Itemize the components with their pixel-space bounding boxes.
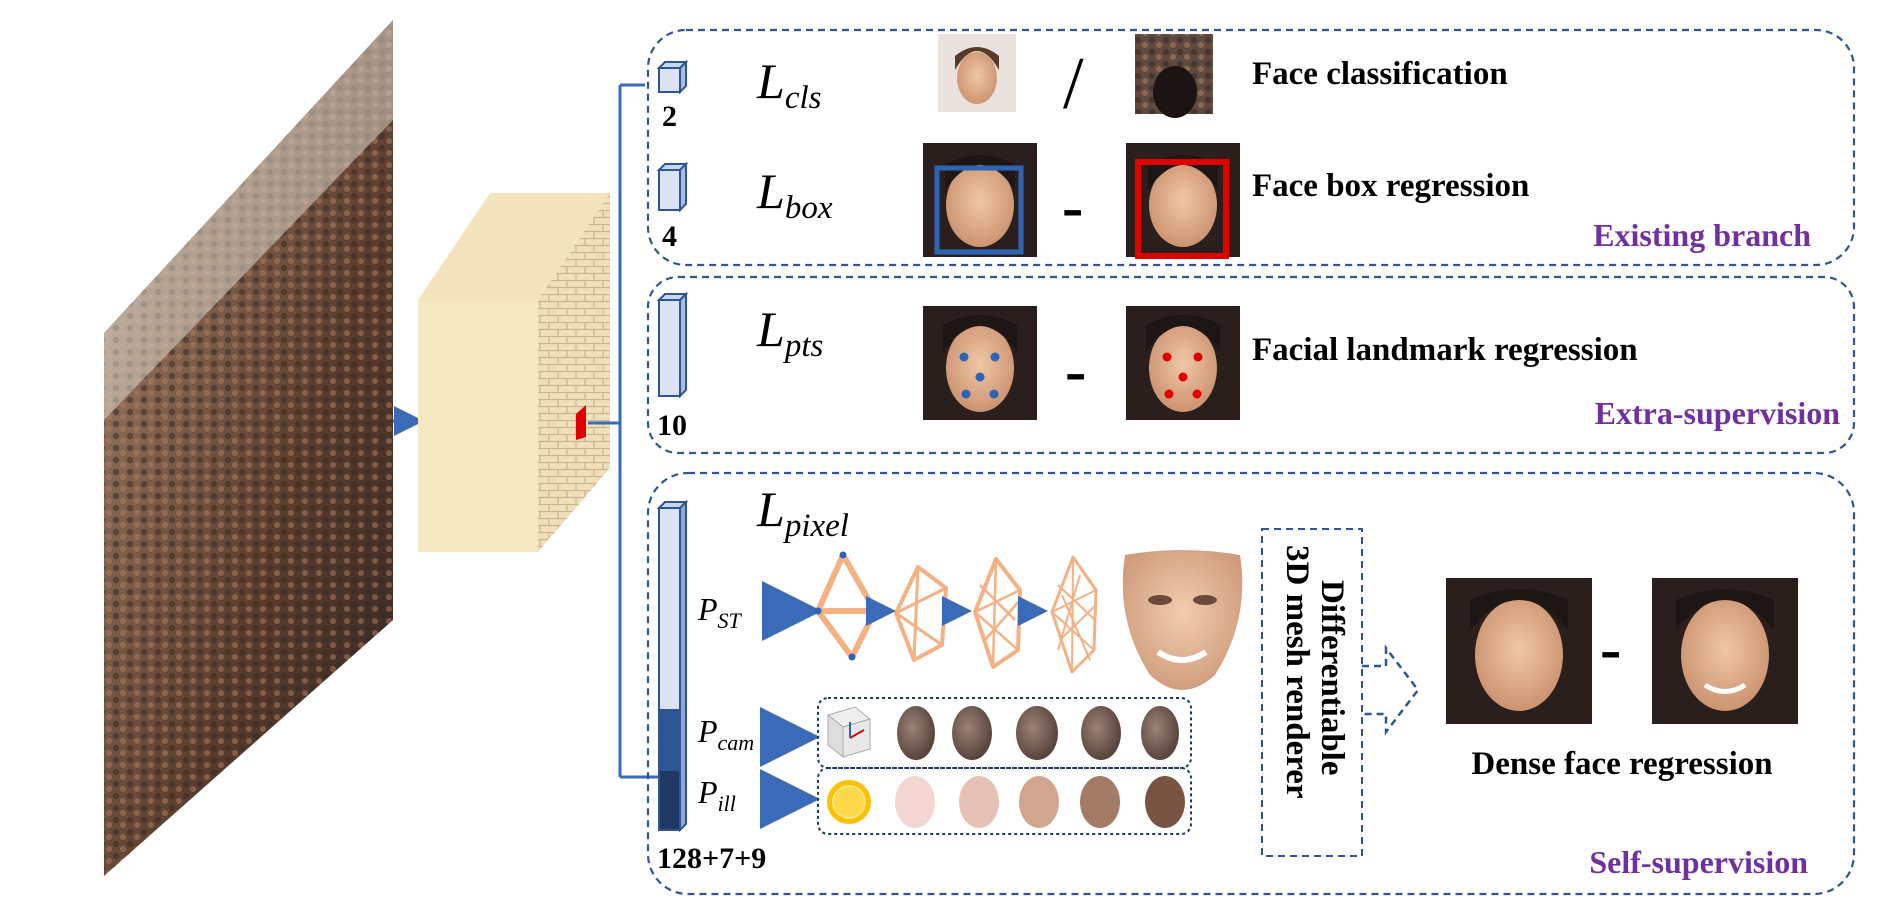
cls-dim: 2 — [662, 100, 677, 133]
existing-branch-box — [646, 28, 1856, 267]
pts-dim: 10 — [657, 409, 687, 442]
renderer-label-line2: 3D mesh renderer — [1279, 545, 1315, 799]
rendered-face-texture — [1122, 550, 1243, 690]
pixel-vector — [656, 499, 689, 833]
param-st: PST — [697, 591, 743, 633]
cls-vector — [656, 59, 689, 95]
extra-supervision-label: Extra-supervision — [1595, 395, 1841, 431]
face-gt-box-thumb — [1126, 143, 1240, 259]
sun-icon — [827, 780, 871, 824]
crowd-photo — [104, 20, 393, 876]
renderer-arrow — [1362, 644, 1420, 736]
dense-description: Dense face regression — [1471, 746, 1772, 782]
box-dim: 4 — [662, 220, 677, 253]
pts-vector — [656, 291, 689, 399]
box-separator: - — [1062, 171, 1083, 242]
box-vector — [656, 161, 689, 213]
param-cam: Pcam — [697, 713, 754, 755]
extra-supervision-box — [646, 275, 1856, 455]
self-supervision-label: Self-supervision — [1589, 844, 1808, 880]
camera-cube-icon — [826, 706, 872, 759]
lit-faces — [895, 776, 1185, 828]
box-loss: Lbox — [756, 163, 833, 226]
param-ill: Pill — [697, 774, 736, 816]
face-pred-landmarks-thumb — [923, 306, 1037, 420]
dense-separator: - — [1600, 613, 1621, 684]
pose-busts — [897, 706, 1179, 760]
cls-loss: Lcls — [756, 53, 821, 116]
camera-poses-box — [817, 697, 1192, 769]
existing-branch-label: Existing branch — [1593, 217, 1811, 253]
cls-separator: / — [1063, 43, 1084, 125]
mesh-progression — [814, 551, 1098, 674]
self-supervision-box — [646, 471, 1856, 896]
pixel-dim: 128+7+9 — [657, 842, 766, 875]
pixel-loss: Lpixel — [756, 481, 849, 544]
pts-separator: - — [1065, 335, 1086, 406]
cls-description: Face classification — [1252, 56, 1508, 92]
face-negative-thumb — [1135, 34, 1213, 118]
illumination-box — [817, 767, 1192, 835]
face-pred-box-thumb — [923, 143, 1037, 257]
feature-map — [418, 193, 610, 552]
renderer-box — [1261, 528, 1363, 857]
pts-loss: Lpts — [756, 301, 823, 364]
face-positive-thumb — [938, 34, 1016, 112]
box-description: Face box regression — [1252, 168, 1529, 204]
renderer-label-line1: Differentiable — [1314, 580, 1350, 776]
branch-connector — [588, 83, 665, 779]
face-gt-landmarks-thumb — [1126, 306, 1240, 420]
pts-description: Facial landmark regression — [1252, 332, 1638, 368]
rendered-face-thumb — [1446, 578, 1592, 724]
original-face-thumb — [1652, 578, 1798, 724]
